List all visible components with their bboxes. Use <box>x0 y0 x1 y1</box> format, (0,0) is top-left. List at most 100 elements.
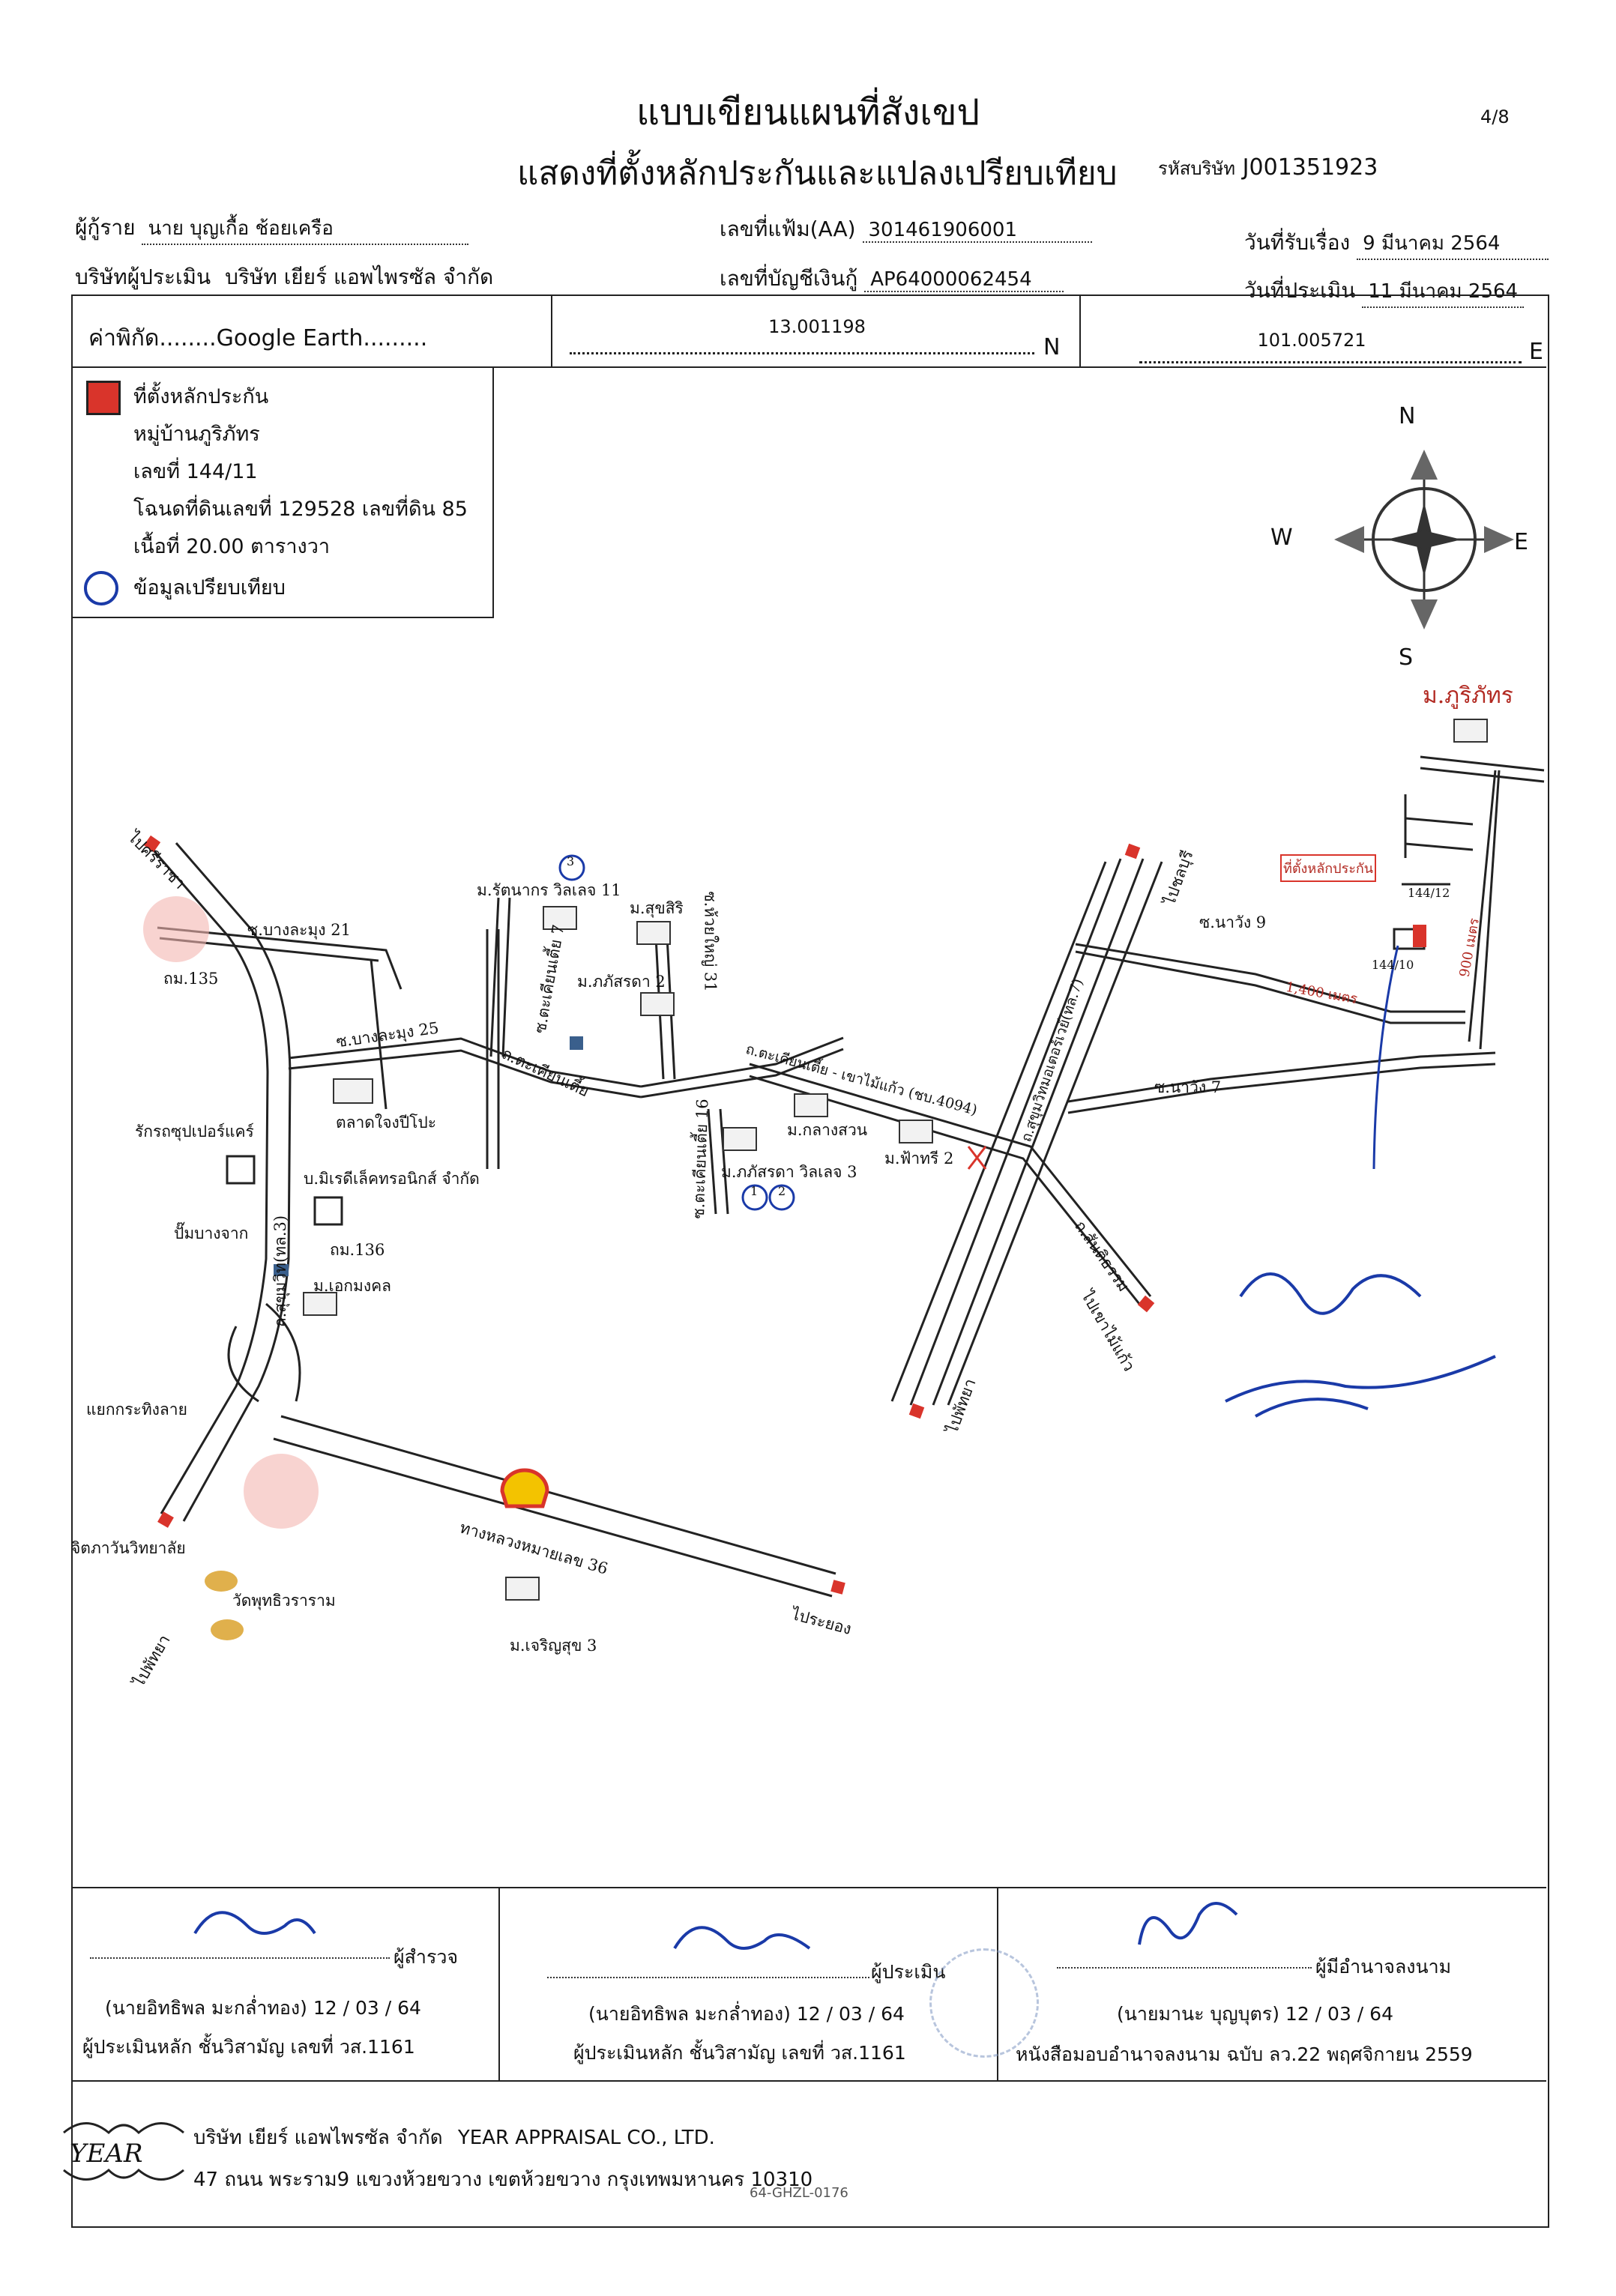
comparable-marker-icon <box>84 571 118 605</box>
compass-w: W <box>1270 525 1293 551</box>
inspector-signature-icon <box>193 1911 316 1935</box>
account-no-value: AP64000062454 <box>864 268 1064 292</box>
appraiser-company-row: บริษัทผู้ประเมิน บริษัท เยียร์ แอพไพรซัล… <box>75 261 493 294</box>
label-sukhumvit: ถ.สุขุมวิท(ทล.3) <box>271 1215 290 1328</box>
appraiser-signature-icon <box>673 1926 811 1950</box>
label-mkalangsuan: ม.กลางสวน <box>787 1121 868 1139</box>
compass-n: N <box>1399 403 1416 429</box>
map-canvas <box>143 719 1545 1640</box>
label-soi-narang9: ซ.นาวัง 9 <box>1199 913 1267 931</box>
page-title: แบบเขียนแผนที่สังเขป <box>636 91 980 133</box>
label-school: จิตภาวันวิทยาลัย <box>71 1539 186 1557</box>
file-no-value: 301461906001 <box>862 219 1092 243</box>
intersection-marker <box>244 1454 319 1529</box>
appraiser-role: ผู้ประเมิน <box>871 1961 946 1983</box>
lat-dots <box>570 352 1034 354</box>
sig-top-border <box>71 1887 1546 1888</box>
market-icon <box>570 1036 583 1050</box>
label-makro: บ.มิเรดีเล็คทรอนิกส์ จำกัด <box>304 1170 480 1188</box>
label-mcharoen: ม.เจริญสุข 3 <box>510 1637 597 1655</box>
authority-name: (นายมานะ บุญบุตร) 12 / 03 / 64 <box>1117 2003 1393 2025</box>
file-no-row: เลขที่แฟ้ม(AA) 301461906001 <box>720 213 1092 246</box>
footer-company-en: YEAR APPRAISAL CO., LTD. <box>457 2127 715 2149</box>
divider <box>551 294 552 366</box>
logo-text: YEAR <box>70 2139 143 2169</box>
label-takhian16: ซ.ตะเคียนเตี้ย 16 <box>689 1098 712 1219</box>
shop-icon <box>226 1155 256 1185</box>
borrower-value: นาย บุญเกื้อ ช้อยเครือ <box>142 213 469 245</box>
label-intersection: แยกกระทิงลาย <box>86 1401 187 1419</box>
comparable-2-marker <box>768 1184 795 1211</box>
page-subtitle: แสดงที่ตั้งหลักประกันและแปลงเปรียบเทียบ <box>517 154 1118 193</box>
intersection-marker <box>143 896 209 962</box>
factory-icon <box>313 1196 343 1226</box>
legend-house-no: เลขที่ 144/11 <box>133 460 258 483</box>
label-nm135: ถม.135 <box>163 970 219 988</box>
label-soi-bang21: ซ.บางละมุง 21 <box>247 921 351 939</box>
appraised-row: วันที่ประเมิน 11 มีนาคม 2564 <box>1244 274 1525 308</box>
longitude-value: 101.005721 <box>1257 330 1366 351</box>
legend-collateral-label: ที่ตั้งหลักประกัน <box>133 385 269 408</box>
label-soi-31: ซ.ห้วยใหญ่ 31 <box>701 891 720 992</box>
label-plot-b: 144/10 <box>1372 958 1414 972</box>
label-c1: 1 <box>750 1184 759 1198</box>
longitude-suffix: E <box>1529 339 1543 365</box>
account-no-row: เลขที่บัญชีเงินกู้ AP64000062454 <box>720 262 1064 295</box>
sig-divider <box>498 1887 500 2082</box>
company-stamp-icon <box>929 1948 1039 2058</box>
inspector-name: (นายอิทธิพล มะกล่ำทอง) 12 / 03 / 64 <box>105 1997 421 2019</box>
account-no-label: เลขที่บัญชีเงินกู้ <box>720 266 858 291</box>
label-rattanakorn: ม.รัตนากร วิลเลจ 11 <box>477 881 621 899</box>
footer-company: บริษัท เยียร์ แอพไพรซัล จำกัด YEAR APPRA… <box>193 2122 715 2153</box>
label-mpatsada3: ม.ภภัสรดา วิลเลจ 3 <box>721 1163 857 1181</box>
school-icon <box>205 1571 238 1592</box>
label-mfahsai: ม.ฟ้าทรี 2 <box>884 1149 954 1167</box>
footer-company-th: บริษัท เยียร์ แอพไพรซัล จำกัด <box>193 2127 443 2149</box>
legend-deed: โฉนดที่ดินเลขที่ 129528 เลขที่ดิน 85 <box>133 498 468 521</box>
doc-code: 64-GHZL-0176 <box>750 2185 848 2201</box>
compass-s: S <box>1399 644 1414 671</box>
borrower-row: ผู้กู้ราย นาย บุญเกื้อ ช้อยเครือ <box>75 211 469 245</box>
pointer-line <box>1372 945 1399 1170</box>
appraised-value: 11 มีนาคม 2564 <box>1362 276 1525 308</box>
company-code: รหัสบริษัท J001351923 <box>1158 154 1378 183</box>
label-c3: 3 <box>567 854 575 868</box>
label-village-top: ม.ภูริภัทร <box>1423 683 1513 709</box>
fuel-pump-icon <box>274 1264 289 1276</box>
comparable-3-marker <box>558 854 585 881</box>
authority-signature-icon <box>1138 1902 1238 1945</box>
collateral-swatch <box>86 381 121 415</box>
received-row: วันที่รับเรื่อง 9 มีนาคม 2564 <box>1244 226 1549 260</box>
latitude-value: 13.001198 <box>768 316 866 337</box>
main-frame <box>71 294 1549 2228</box>
year-logo: YEAR <box>56 2110 191 2193</box>
legend-village: หมู่บ้านภูริภัทร <box>133 423 260 446</box>
comparable-1-marker <box>741 1184 768 1211</box>
page-number: 4/8 <box>1480 106 1510 127</box>
authority-line <box>1057 1967 1312 1969</box>
latitude-suffix: N <box>1043 334 1061 360</box>
road-end-marker <box>908 1403 925 1419</box>
received-label: วันที่รับเรื่อง <box>1244 230 1351 255</box>
label-temple: วัดพุทธิวราราม <box>232 1592 336 1610</box>
legend-box <box>71 366 494 618</box>
road-end-marker <box>143 835 161 853</box>
authority-role: ผู้มีอำนาจลงนาม <box>1315 1956 1452 1978</box>
collateral-marker-icon <box>1413 925 1426 947</box>
appraiser-line <box>547 1977 869 1978</box>
label-collateral-box: ที่ตั้งหลักประกัน <box>1280 854 1377 882</box>
company-code-label: รหัสบริษัท <box>1158 158 1236 179</box>
rail-track <box>486 929 500 1169</box>
appraiser-company-value: บริษัท เยียร์ แอพไพรซัล จำกัด <box>225 265 494 289</box>
authority-title: หนังสือมอบอำนาจลงนาม ฉบับ ลว.22 พฤศจิกาย… <box>1016 2043 1473 2065</box>
label-mekmongkhon: ม.เอกมงคล <box>313 1277 392 1295</box>
inspector-role: ผู้สำรวจ <box>394 1946 459 1968</box>
road-end-marker <box>1137 1295 1155 1313</box>
label-soi-narang7: ซ.นาวัง 7 <box>1154 1078 1222 1096</box>
company-code-value: J001351923 <box>1242 154 1378 181</box>
label-nongkhla: ม.ภภัสรดา 2 <box>577 973 666 991</box>
road-end-marker <box>157 1511 174 1528</box>
borrower-label: ผู้กู้ราย <box>75 215 136 240</box>
road-end-marker <box>1124 843 1141 860</box>
compass-rose-icon <box>1334 450 1514 629</box>
